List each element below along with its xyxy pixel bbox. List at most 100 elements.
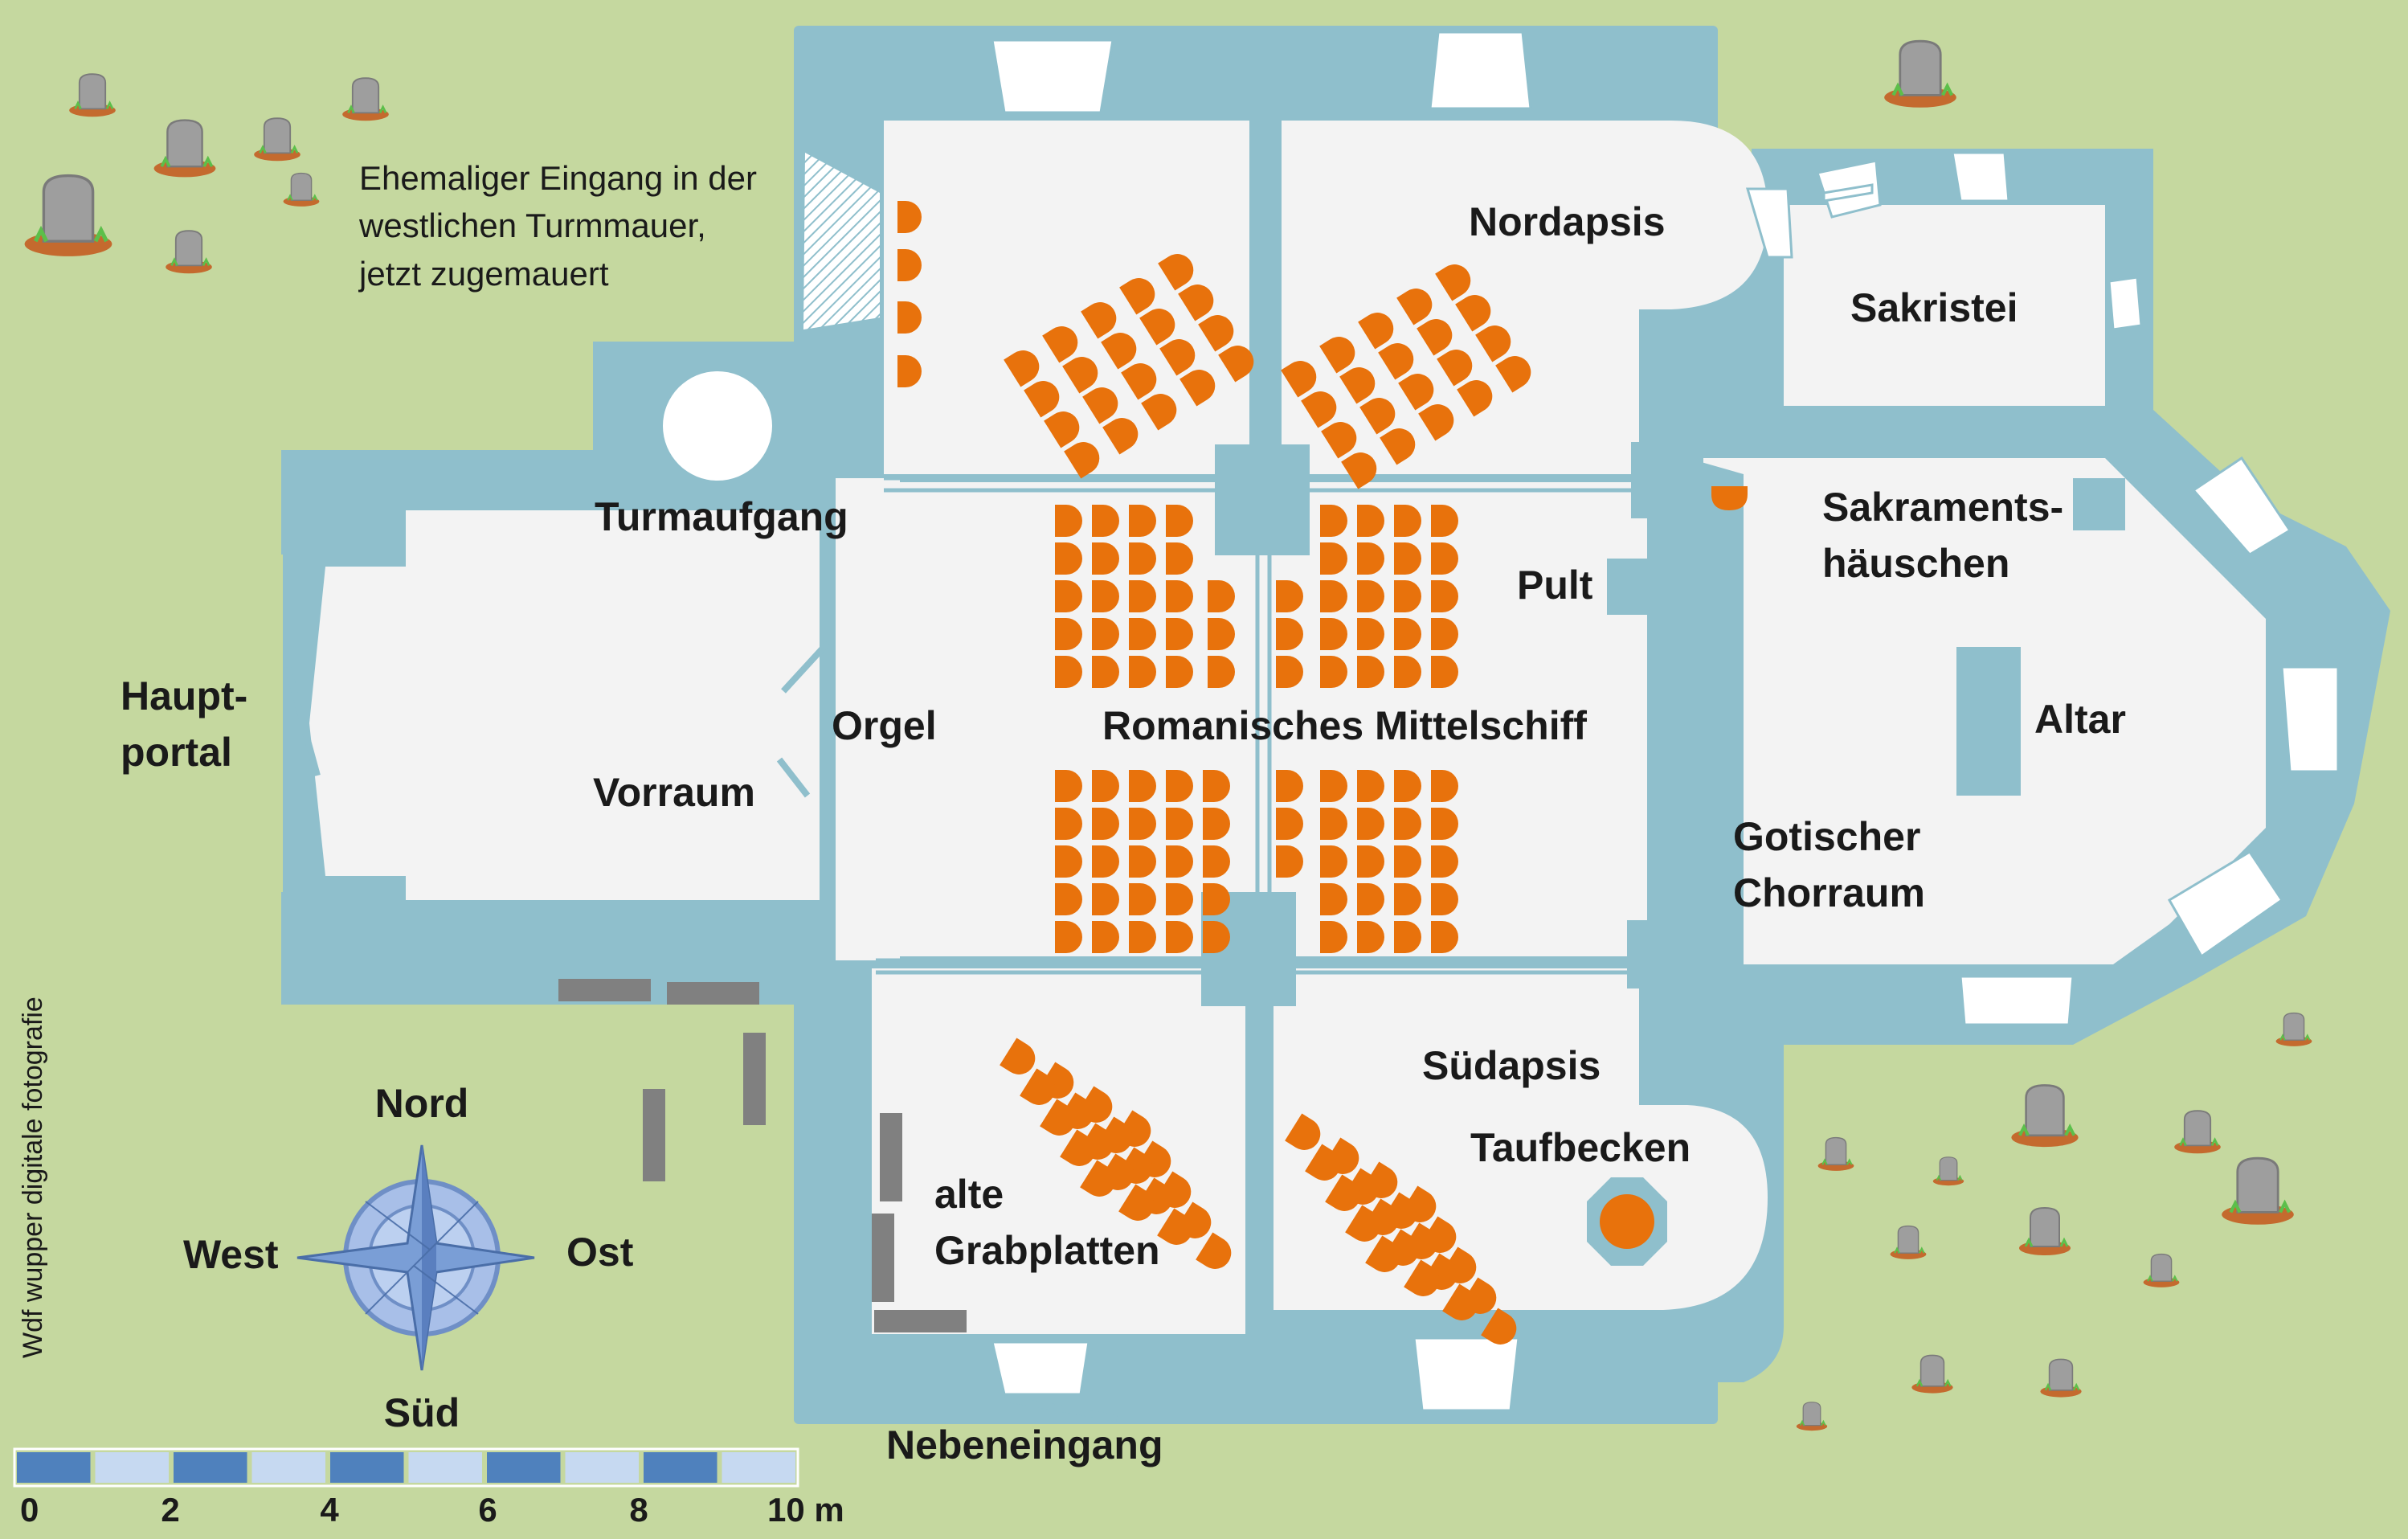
pew-seat — [1092, 505, 1119, 537]
pew-seat — [1129, 921, 1156, 953]
pew-seat — [1321, 422, 1357, 459]
scale-tick-2: 2 — [161, 1491, 179, 1529]
pew-seat — [1166, 505, 1193, 537]
pew-seat — [1455, 295, 1491, 332]
pew-seat — [1208, 656, 1235, 688]
image-credit: Wdf wupper digitale fotografie — [18, 997, 48, 1358]
pew-seat — [1281, 361, 1317, 398]
pew-seat — [1276, 808, 1303, 840]
pew-seat — [1431, 618, 1458, 650]
pew-seat — [1040, 1099, 1076, 1136]
pew-seat — [1196, 1232, 1232, 1269]
pew-seat — [1431, 808, 1458, 840]
pew-seat — [1320, 580, 1347, 612]
pew-seat — [1341, 452, 1377, 489]
gravestone — [1884, 39, 1956, 108]
pew-seat — [1365, 1235, 1401, 1272]
pew-seat — [1276, 618, 1303, 650]
scale-segment — [17, 1452, 91, 1483]
scale-segment — [174, 1452, 247, 1483]
pew-seat — [897, 301, 922, 334]
pew-seat — [1092, 770, 1119, 802]
gravestone — [2011, 1084, 2079, 1148]
scale-bar — [13, 1447, 799, 1488]
pew-seat — [1357, 845, 1384, 878]
pew-seat — [1394, 845, 1421, 878]
pew-seat — [1276, 580, 1303, 612]
pew-seat — [1203, 808, 1230, 840]
scale-tick-6: 6 — [478, 1491, 497, 1529]
pew-seat — [1082, 387, 1118, 424]
scale-tick-0: 0 — [20, 1491, 39, 1529]
gravestone — [2275, 1012, 2312, 1046]
pew-seat — [1092, 921, 1119, 953]
compass-east: Ost — [566, 1230, 634, 1275]
pew-seat — [1475, 325, 1511, 362]
pew-seat — [1092, 580, 1119, 612]
pew-seat — [1020, 1068, 1056, 1105]
gravestone — [69, 73, 116, 117]
pew-seat — [1404, 1259, 1440, 1296]
pew-seat — [1119, 278, 1155, 315]
pew-seat — [1042, 326, 1078, 363]
label-former-entrance: Ehemaliger Eingang in der westlichen Tur… — [358, 159, 767, 293]
pew-seat — [1457, 380, 1493, 417]
label-grabplatten: alte Grabplatten — [934, 1172, 1160, 1273]
windows — [991, 31, 2340, 1412]
pew-seat — [1276, 770, 1303, 802]
grave-plates — [558, 979, 967, 1332]
pew-seat — [1320, 618, 1347, 650]
label-pult: Pult — [1517, 563, 1593, 608]
pew-seat — [1276, 845, 1303, 878]
scale-segment — [722, 1452, 795, 1483]
pew-seat — [1166, 921, 1193, 953]
pew-seat — [1394, 808, 1421, 840]
pew-seat — [1285, 1113, 1321, 1150]
pew-seat — [1357, 921, 1384, 953]
pew-seat — [1442, 1283, 1478, 1320]
pew-seat — [1396, 289, 1433, 325]
pew-seat — [1159, 339, 1196, 376]
label-vorraum: Vorraum — [593, 770, 755, 815]
pew-seat — [1359, 398, 1396, 435]
pew-seat — [1092, 845, 1119, 878]
label-chorraum: Gotischer Chorraum — [1733, 814, 1932, 915]
pew-seat — [1024, 381, 1060, 418]
scale-tick-10: 10 m — [767, 1491, 844, 1529]
scale-segment — [408, 1452, 482, 1483]
scale-segment — [95, 1452, 169, 1483]
scale-segment — [330, 1452, 404, 1483]
scale-segment — [565, 1452, 639, 1483]
pew-seat — [1218, 346, 1254, 383]
pew-seat — [1129, 656, 1156, 688]
pew-seat — [1062, 357, 1098, 394]
pew-seat — [1319, 337, 1355, 374]
taufbecken-basin — [1600, 1194, 1654, 1249]
gravestone — [1911, 1354, 1953, 1394]
gravestone — [24, 174, 112, 256]
pew-seat — [1357, 808, 1384, 840]
pew-seat — [1166, 618, 1193, 650]
scale-segment — [251, 1452, 325, 1483]
pew-seat — [897, 355, 922, 387]
compass-west: West — [183, 1232, 279, 1277]
gravestone — [2222, 1156, 2294, 1225]
pew-seat — [1000, 1038, 1036, 1074]
pew-seat — [1157, 1208, 1193, 1245]
pew-seat — [1495, 356, 1531, 393]
label-mittelschiff: Romanisches Mittelschiff — [1102, 703, 1587, 748]
pew-seat — [1055, 883, 1082, 915]
pew-seat — [1092, 808, 1119, 840]
label-nebeneingang: Nebeneingang — [886, 1422, 1163, 1467]
pew-seat — [1179, 370, 1216, 407]
pew-seat — [1358, 313, 1394, 350]
pew-seat — [1357, 618, 1384, 650]
pews — [897, 201, 1531, 1345]
pew-seat — [1394, 883, 1421, 915]
gravestone — [1796, 1402, 1828, 1431]
pew-seat — [1129, 505, 1156, 537]
pew-seat — [1431, 770, 1458, 802]
pew-seat — [1435, 264, 1471, 301]
pew-seat — [1129, 845, 1156, 878]
